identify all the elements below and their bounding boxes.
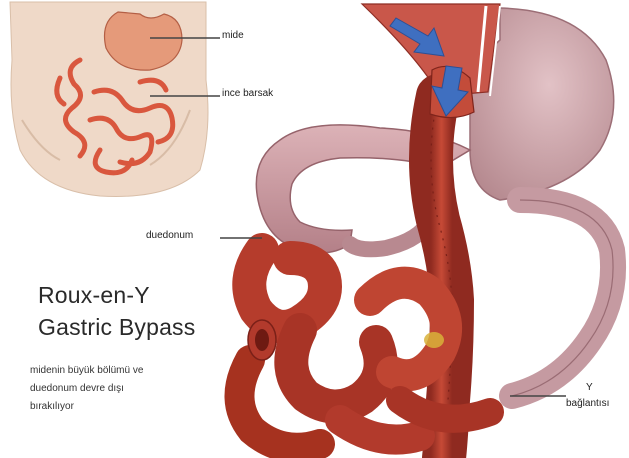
label-y-junction-1: Y xyxy=(586,382,593,393)
label-stomach: mide xyxy=(222,30,244,41)
description-line-3: bırakılıyor xyxy=(30,398,74,416)
torso-inset xyxy=(4,2,220,198)
biliopancreatic-limb xyxy=(512,200,613,396)
title-line-1: Roux-en-Y xyxy=(38,282,150,309)
description-line-1: midenin büyük bölümü ve xyxy=(30,362,143,380)
label-duodenum: duedonum xyxy=(146,230,193,241)
label-y-junction-2: bağlantısı xyxy=(566,398,609,409)
intestine-opening xyxy=(248,320,276,360)
mesentery-fat xyxy=(424,332,444,348)
label-small-intestine: ince barsak xyxy=(222,88,273,99)
inset-stomach xyxy=(105,12,183,70)
description-line-2: duedonum devre dışı xyxy=(30,380,124,398)
title-line-2: Gastric Bypass xyxy=(38,314,195,341)
